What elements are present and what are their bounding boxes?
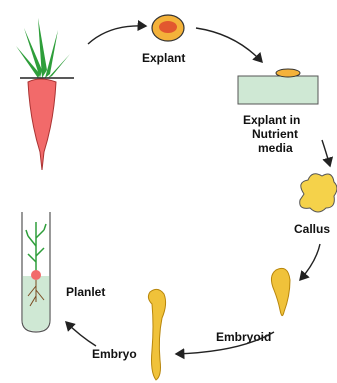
callus-mass	[300, 174, 337, 212]
label-embryo: Embryo	[92, 347, 137, 361]
embryoid-shape	[271, 268, 290, 315]
planlet-bulb	[31, 270, 41, 280]
label-explant-nutrient-2: Nutrient	[252, 127, 298, 141]
arrow-explant-to-dish	[196, 28, 262, 62]
label-explant: Explant	[142, 51, 185, 65]
arrow-carrot-to-explant	[88, 26, 146, 44]
embryo-shape	[148, 289, 165, 380]
explant-piece	[152, 15, 184, 41]
label-explant-nutrient-1: Explant in	[243, 113, 300, 127]
arrow-dish-to-callus	[322, 140, 330, 166]
carrot-plant	[16, 18, 74, 170]
carrot-root	[28, 79, 56, 170]
label-callus: Callus	[294, 222, 330, 236]
carrot-leaves	[16, 18, 70, 78]
culture-dish	[238, 69, 318, 104]
arrow-embryo-to-planlet	[66, 322, 96, 346]
planlet-shoot	[26, 222, 46, 272]
label-planlet: Planlet	[66, 285, 105, 299]
arrow-callus-to-embryoid	[300, 244, 320, 280]
planlet-test-tube	[22, 212, 50, 332]
label-explant-nutrient-3: media	[258, 141, 293, 155]
